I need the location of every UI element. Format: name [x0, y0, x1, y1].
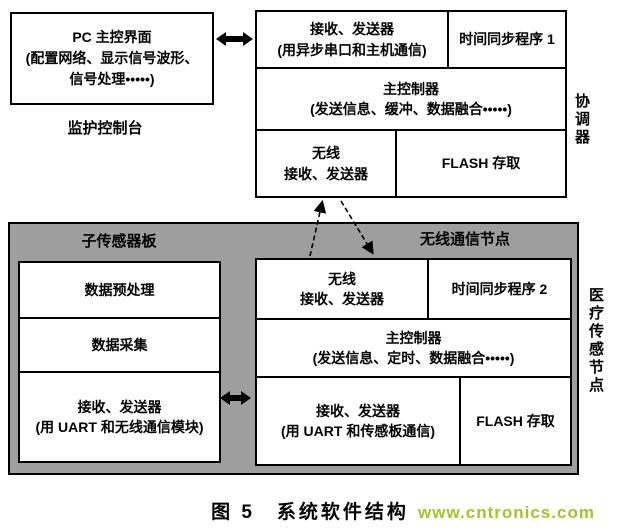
coordinator-main-controller-cell: 主控制器 (发送信息、缓冲、数据融合•••••) [257, 69, 565, 131]
medical-sensor-node-side-label: 医疗传感节点 [587, 287, 604, 395]
sub-sensor-board-box: 数据预处理 数据采集 接收、发送器 (用 UART 和无线通信模块) [18, 261, 221, 463]
wireless-comm-node-label: 无线通信节点 [419, 231, 510, 248]
pc-coordinator-double-arrow [216, 32, 253, 46]
coordinator-side-label: 协调器 [573, 93, 590, 147]
coordinator-rx-tx-desc: (用异步串口和主机通信) [277, 41, 427, 58]
coordinator-wireless-line2: 接收、发送器 [284, 165, 368, 182]
board-rx-tx-cell: 接收、发送器 (用 UART 和无线通信模块) [20, 373, 219, 461]
pc-box-caption: 监护控制台 [67, 120, 143, 137]
node-rx-tx-desc: (用 UART 和传感板通信) [281, 423, 435, 439]
wireless-node-inner-box: 无线 接收、发送器 时间同步程序 2 主控制器 (发送信息、定时、数据融合•••… [255, 258, 572, 466]
coordinator-main-controller-desc: (发送信息、缓冲、数据融合•••••) [310, 101, 512, 117]
pc-main-control-box: PC 主控界面 (配置网络、显示信号波形、信号处理•••••) [10, 12, 214, 105]
coordinator-box: 接收、发送器 (用异步串口和主机通信) 时间同步程序 1 主控制器 (发送信息、… [255, 10, 567, 198]
pc-box-title: PC 主控界面 [72, 29, 152, 45]
node-main-controller-cell: 主控制器 (发送信息、定时、数据融合•••••) [257, 320, 570, 378]
figure-caption: 图 5 系统软件结构 [211, 502, 409, 523]
board-rx-tx-desc: (用 UART 和无线通信模块) [35, 419, 204, 435]
pc-box-desc: (配置网络、显示信号波形、信号处理•••••) [25, 50, 199, 87]
node-row-3: 接收、发送器 (用 UART 和传感板通信) FLASH 存取 [257, 378, 570, 464]
node-rx-tx-cell: 接收、发送器 (用 UART 和传感板通信) [257, 378, 461, 464]
data-preprocessing-cell: 数据预处理 [20, 263, 219, 319]
coordinator-flash-cell: FLASH 存取 [441, 155, 521, 172]
data-acquisition-cell: 数据采集 [20, 319, 219, 373]
coordinator-main-controller-title: 主控制器 [383, 80, 439, 97]
watermark: www.cntronics.com [418, 503, 595, 522]
node-main-controller-title: 主控制器 [385, 329, 442, 346]
coordinator-time-sync-cell: 时间同步程序 1 [459, 31, 555, 48]
node-flash-cell: FLASH 存取 [476, 412, 555, 429]
coordinator-rx-tx-title: 接收、发送器 [310, 21, 394, 38]
board-rx-tx-title: 接收、发送器 [77, 398, 162, 415]
coordinator-rx-tx-cell: 接收、发送器 (用异步串口和主机通信) [257, 12, 449, 67]
coordinator-row-3: 无线 接收、发送器 FLASH 存取 [257, 131, 565, 196]
coordinator-wireless-cell: 无线 接收、发送器 [257, 131, 397, 196]
node-wireless-line2: 接收、发送器 [300, 291, 384, 307]
medical-sensor-node-box: 子传感器板 无线通信节点 数据预处理 数据采集 接收、发送器 (用 UART 和… [8, 222, 579, 475]
node-row-1: 无线 接收、发送器 时间同步程序 2 [257, 260, 570, 320]
node-time-sync-cell: 时间同步程序 2 [451, 280, 548, 297]
coordinator-row-1: 接收、发送器 (用异步串口和主机通信) 时间同步程序 1 [257, 12, 565, 69]
node-main-controller-desc: (发送信息、定时、数据融合•••••) [312, 350, 515, 366]
coordinator-wireless-line1: 无线 [312, 145, 340, 162]
sub-sensor-board-label: 子传感器板 [81, 233, 157, 250]
node-rx-tx-title: 接收、发送器 [316, 402, 400, 419]
node-wireless-line1: 无线 [328, 270, 356, 287]
node-wireless-cell: 无线 接收、发送器 [257, 260, 429, 318]
